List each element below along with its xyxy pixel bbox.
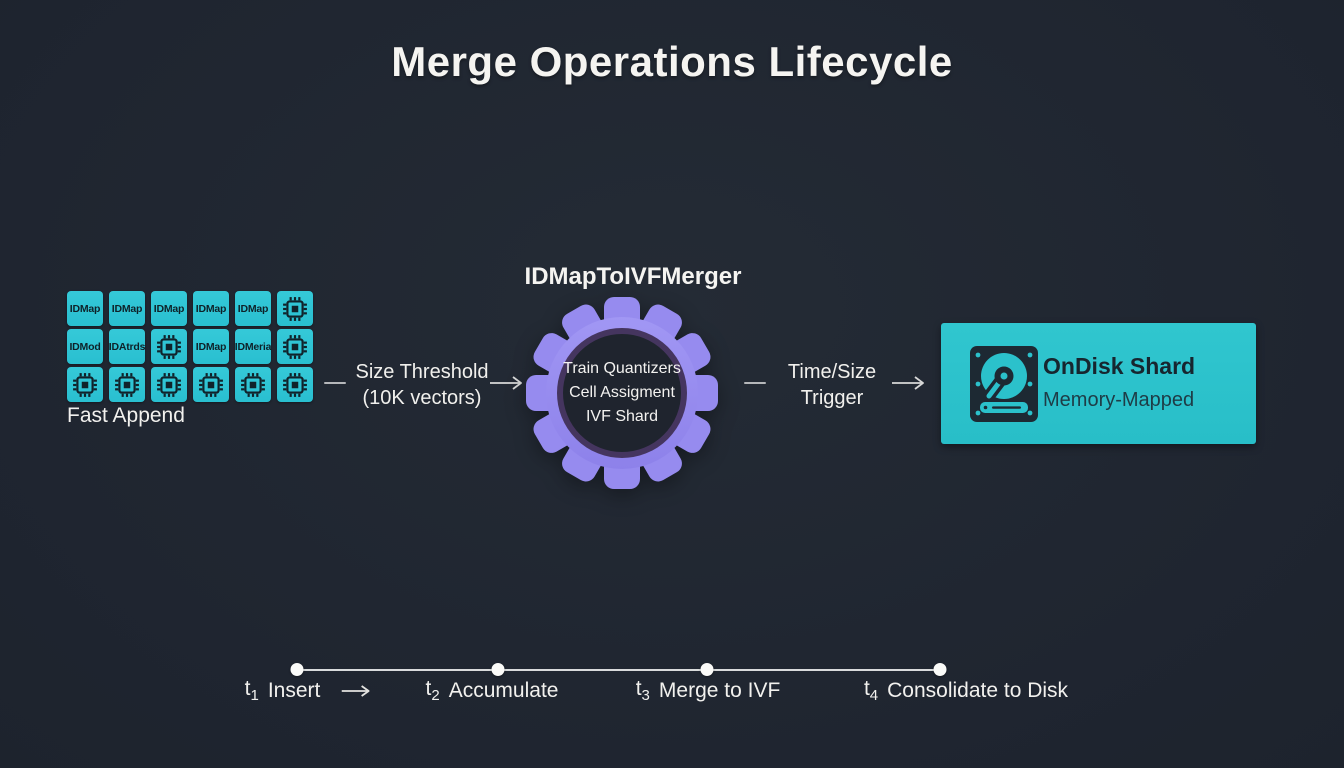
timeline-step-label: Merge to IVF bbox=[658, 678, 781, 702]
merger-title: IDMapToIVFMerger bbox=[524, 263, 742, 290]
chip-icon-tile bbox=[277, 291, 313, 326]
fast-append-label: Fast Append bbox=[67, 404, 185, 427]
chip-icon-tile bbox=[193, 367, 229, 402]
trigger-line1: Time/Size bbox=[787, 361, 877, 383]
timeline-t-label: t4 bbox=[863, 677, 879, 705]
timeline-step-label: Accumulate bbox=[448, 678, 559, 702]
timeline-item-t4: t4 Consolidate to Disk bbox=[864, 677, 1068, 704]
chip-icon bbox=[73, 372, 97, 397]
chip-icon bbox=[199, 372, 223, 397]
size-threshold-label: Size Threshold (10K vectors) bbox=[355, 359, 488, 411]
idmap-tile: IDMap bbox=[67, 291, 103, 326]
timeline-arrow bbox=[341, 684, 371, 698]
ondisk-shard-card: OnDisk Shard Memory-Mapped bbox=[941, 323, 1256, 444]
idmap-tile: IDMeria bbox=[235, 329, 271, 364]
idmap-tile: IDMod bbox=[67, 329, 103, 364]
connector-line bbox=[744, 382, 766, 384]
page-title: Merge Operations Lifecycle bbox=[391, 38, 953, 85]
timeline-step-label: Consolidate to Disk bbox=[887, 678, 1069, 702]
idmap-tile: IDMap bbox=[193, 329, 229, 364]
timeline-dot bbox=[933, 663, 947, 676]
idmap-tile: IDMap bbox=[193, 291, 229, 326]
chip-icon bbox=[241, 372, 265, 397]
timeline-item-t1: t1 Insert bbox=[245, 677, 372, 704]
idmap-tile: IDMap bbox=[109, 291, 145, 326]
timeline-item-t3: t3 Merge to IVF bbox=[636, 677, 781, 704]
merger-step-3: IVF Shard bbox=[585, 408, 659, 425]
merger-step-2: Cell Assigment bbox=[569, 384, 675, 401]
timeline-dot bbox=[700, 663, 714, 676]
chip-icon bbox=[157, 334, 181, 359]
chip-icon bbox=[283, 372, 307, 397]
right-arrow-icon bbox=[490, 376, 522, 390]
gear-icon: Train Quantizers Cell Assigment IVF Shar… bbox=[526, 297, 718, 489]
timeline-t-label: t2 bbox=[425, 677, 440, 705]
trigger-label: Time/Size Trigger bbox=[788, 359, 876, 411]
connector-line bbox=[324, 382, 346, 384]
merger-step-1: Train Quantizers bbox=[563, 360, 681, 377]
chip-icon bbox=[115, 372, 139, 397]
hard-drive-icon bbox=[970, 346, 1038, 422]
chip-icon bbox=[157, 372, 181, 397]
size-threshold-line2: (10K vectors) bbox=[362, 387, 482, 409]
timeline-dot bbox=[290, 663, 304, 676]
chip-icon-tile bbox=[277, 367, 313, 402]
chip-icon-tile bbox=[67, 367, 103, 402]
chip-icon-tile bbox=[235, 367, 271, 402]
chip-icon-tile bbox=[109, 367, 145, 402]
right-arrow-icon bbox=[341, 684, 370, 697]
timeline-dot bbox=[491, 663, 505, 676]
timeline-step-label: Insert bbox=[267, 678, 321, 702]
timeline-t-label: t3 bbox=[635, 677, 650, 705]
chip-icon bbox=[283, 296, 307, 321]
ondisk-shard-title: OnDisk Shard bbox=[1043, 353, 1196, 379]
merger-steps: Train Quantizers Cell Assigment IVF Shar… bbox=[526, 297, 718, 489]
timeline-line bbox=[297, 669, 940, 671]
chip-icon-tile bbox=[277, 329, 313, 364]
right-arrow-icon bbox=[892, 376, 924, 390]
chip-icon-tile bbox=[151, 329, 187, 364]
timeline-t-label: t1 bbox=[244, 677, 259, 705]
trigger-line2: Trigger bbox=[800, 387, 864, 409]
idmap-tile: IDAtrds bbox=[109, 329, 145, 364]
ondisk-shard-subtitle: Memory-Mapped bbox=[1043, 389, 1195, 411]
gear-core bbox=[557, 328, 687, 458]
chip-icon bbox=[283, 334, 307, 359]
timeline-item-t2: t2 Accumulate bbox=[426, 677, 559, 704]
idmap-tile: IDMap bbox=[151, 291, 187, 326]
idmap-tile: IDMap bbox=[235, 291, 271, 326]
chip-icon-tile bbox=[151, 367, 187, 402]
size-threshold-line1: Size Threshold bbox=[355, 361, 489, 383]
